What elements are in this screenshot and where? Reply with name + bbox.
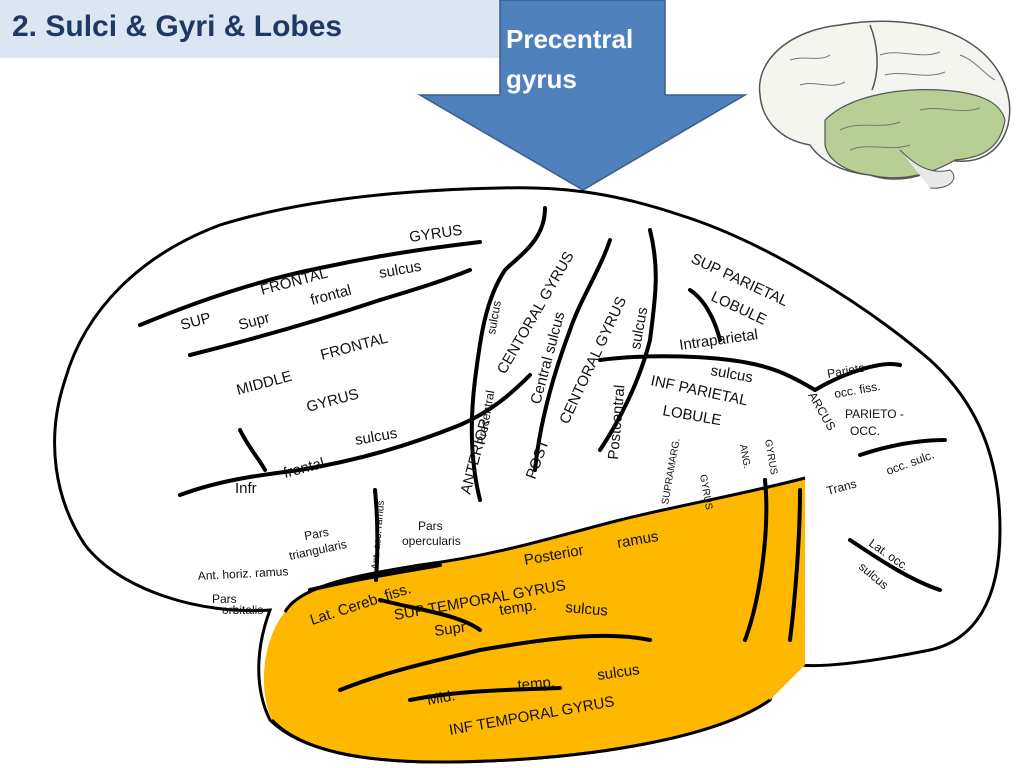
label-temp: temp. [498, 597, 538, 619]
label-pars-tri-1: Pars [303, 525, 330, 543]
arrow-label-line1: Precentral [506, 24, 633, 54]
label-ang: ANG. [737, 444, 752, 470]
label-temp-mid: temp. [517, 674, 556, 694]
label-pars-orb-1: Pars [212, 592, 237, 606]
thumbnail-brain [758, 20, 1011, 189]
precentral-arrow: Precentral gyrus [417, 0, 748, 191]
label-precentral-sulcus-a: sulcus [484, 300, 504, 336]
label-supr-temp: Supr [433, 619, 467, 640]
label-pars-oper-2: opercularis [402, 534, 461, 548]
label-parieto-occ2: PARIETO - [845, 407, 904, 421]
arrow-label-line2: gyrus [506, 64, 577, 94]
slide-title: 2. Sulci & Gyri & Lobes [12, 10, 343, 43]
label-postcentral: Postcentral [605, 384, 628, 460]
label-infr: Infr [235, 480, 257, 497]
temporal-lobe-highlight [263, 476, 806, 764]
label-ramus: ramus [616, 528, 660, 552]
title-bar: 2. Sulci & Gyri & Lobes [0, 0, 500, 58]
label-sulcus-mid: sulcus [596, 661, 640, 684]
label-pars-oper-1: Pars [418, 519, 443, 533]
label-parieto-occ: Parieto [826, 361, 866, 381]
label-pars-orb-2: orbitalis [222, 603, 263, 617]
label-mid: Mid. [426, 687, 457, 709]
label-occ: OCC. [850, 424, 880, 438]
label-ant-horiz-ramus: Ant. horiz. ramus [197, 564, 288, 583]
label-sulcus-temp: sulcus [565, 599, 609, 620]
sulci [138, 206, 947, 702]
